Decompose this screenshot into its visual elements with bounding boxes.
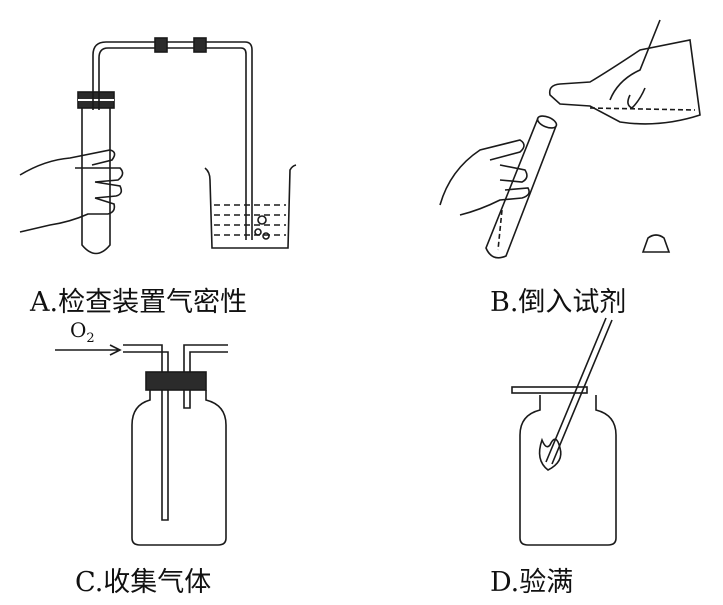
panel-d-apparatus [511,317,617,546]
rubber-connector [154,37,168,53]
beaker [204,164,297,249]
liquid [497,209,503,251]
panel-c-apparatus [55,344,228,546]
water-level [214,204,286,236]
arrow [55,344,122,356]
panel-b-label: B.倒入试剂 [490,287,627,318]
outlet-tube [183,344,228,409]
delivery-tube [92,41,253,240]
hand-icon [609,19,661,109]
panel-a-apparatus [19,37,297,255]
test-tube [81,100,111,255]
gas-bottle [131,390,227,546]
flame-icon [538,437,562,471]
bottle-stopper [641,234,671,253]
oxygen-label: O2 [70,318,95,346]
panel-d-label: D.验满 [490,567,574,598]
oxygen-subscript: 2 [86,331,95,346]
inlet-tube [123,344,169,521]
panel-a-label: A.检查装置气密性 [30,287,248,318]
wooden-splint [545,317,613,465]
bubble [257,215,267,225]
oxygen-symbol: O [70,318,87,342]
hand-icon [19,149,124,233]
rubber-stopper [145,371,207,391]
panel-c-label: C.收集气体 [75,567,212,598]
reagent-bottle [548,39,701,125]
hand-icon [439,139,530,216]
glass-plate [511,386,588,394]
gas-bottle [519,395,617,546]
panel-b-apparatus [439,19,701,259]
test-tube [485,117,557,259]
